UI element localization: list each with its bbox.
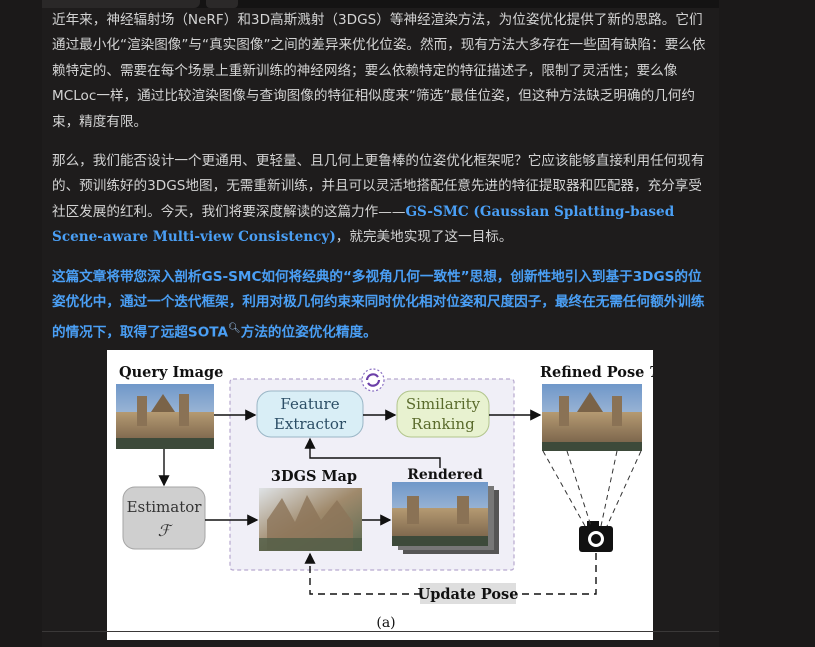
cycle-icon — [361, 368, 385, 392]
pipeline-figure: Query Image Feature Extractor Similarity… — [107, 350, 661, 640]
article-body: 近年来，神经辐射场（NeRF）和3D高斯溅射（3DGS）等神经渲染方法，为位姿优… — [42, 8, 719, 647]
feature-extractor-label-2: Extractor — [274, 415, 347, 433]
paragraph-question: 那么，我们能否设计一个更通用、更轻量、且几何上更鲁棒的位姿优化框架呢？它应该能够… — [52, 149, 712, 251]
map-label: 3DGS Map — [271, 468, 357, 485]
refined-pose-thumbnail — [542, 384, 642, 451]
similarity-ranking-label-2: Ranking — [411, 415, 475, 433]
camera-icon — [579, 521, 613, 552]
paragraph-summary: 这篇文章将带您深入剖析GS-SMC如何将经典的“多视角几何一致性”思想，创新性地… — [52, 265, 712, 346]
refined-pose-text: Refined Pose — [540, 364, 649, 381]
paragraph-intro: 近年来，神经辐射场（NeRF）和3D高斯溅射（3DGS）等神经渲染方法，为位姿优… — [52, 12, 706, 130]
section-divider — [42, 631, 719, 632]
estimator-box — [122, 486, 206, 550]
feature-extractor-label-1: Feature — [280, 395, 339, 413]
3dgs-map-thumbnail — [259, 488, 362, 551]
paragraph-summary-text: 这篇文章将带您深入剖析GS-SMC如何将经典的“多视角几何一致性”思想，创新性地… — [52, 269, 705, 341]
rendered-label: Rendered — [407, 467, 483, 483]
frustum-line-right — [606, 450, 642, 527]
similarity-ranking-label-1: Similarity — [406, 395, 481, 413]
rendered-thumbnail — [392, 482, 488, 546]
query-image-label: Query Image — [119, 364, 223, 381]
refined-pose-label: Refined Pose T — [540, 364, 653, 381]
feature-extractor-box — [256, 390, 364, 438]
refined-pose-symbol: T — [649, 364, 653, 381]
figure-caption: (a) — [376, 615, 395, 631]
paragraph-question-text: 那么，我们能否设计一个更通用、更轻量、且几何上更鲁棒的位姿优化框架呢？它应该能够… — [52, 153, 705, 220]
estimator-label: Estimator — [127, 498, 203, 516]
update-pose-label-bg — [420, 583, 516, 604]
cycle-arrows-icon — [365, 373, 381, 387]
left-gutter — [0, 0, 42, 647]
query-image-thumbnail — [116, 384, 214, 449]
paragraph-summary-tail: 方法的位姿优化精度。 — [240, 324, 377, 341]
frustum-line-inner-left — [566, 450, 592, 527]
browser-top-strip: ⚙ — [0, 0, 815, 8]
right-gutter — [719, 0, 815, 647]
search-icon[interactable]: 🔍︎ — [228, 322, 241, 334]
estimator-symbol: ℱ — [158, 521, 174, 540]
paragraph-question-tail: ，就完美地实现了这一目标。 — [335, 229, 513, 246]
tab-button[interactable] — [206, 0, 238, 8]
frustum-line-inner-right — [600, 450, 618, 527]
update-pose-label: Update Pose — [418, 586, 519, 603]
pipeline-diagram: Query Image Feature Extractor Similarity… — [116, 364, 661, 631]
similarity-ranking-box — [396, 390, 490, 438]
paper-title-highlight: GS-SMC (Gaussian Splatting-based Scene-a… — [52, 203, 675, 246]
tab-hint[interactable] — [0, 0, 200, 8]
arrow-rendered-to-feature — [304, 437, 441, 468]
